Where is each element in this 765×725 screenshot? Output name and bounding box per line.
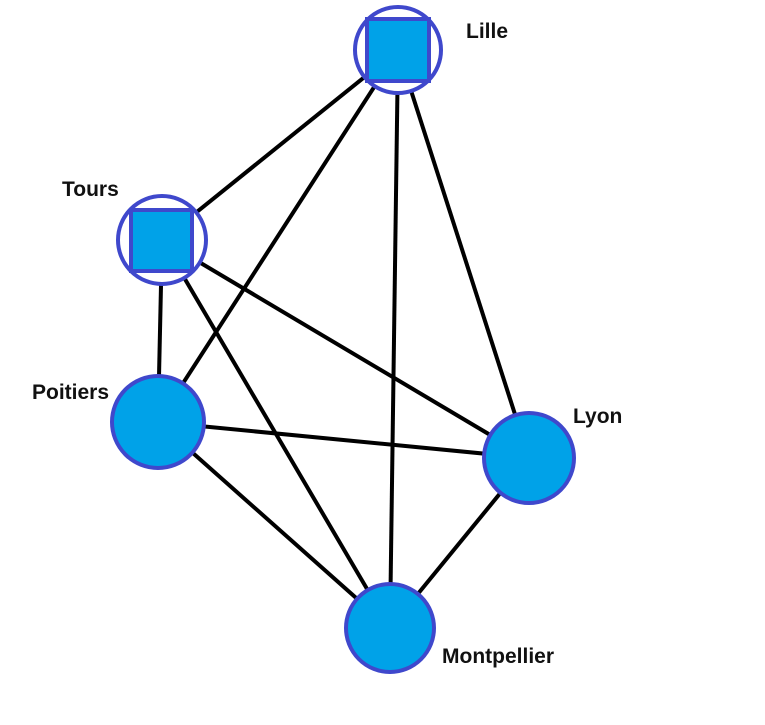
node-lyon-circle bbox=[482, 411, 576, 505]
edge-poitiers-lyon bbox=[157, 420, 530, 460]
node-label-lille: Lille bbox=[466, 20, 508, 43]
node-lyon bbox=[482, 411, 576, 505]
edge-lille-tours bbox=[160, 48, 400, 242]
node-label-lyon: Lyon bbox=[573, 405, 622, 428]
edge-lille-lyon bbox=[396, 49, 531, 459]
node-tours bbox=[116, 194, 208, 286]
node-montpellier bbox=[344, 582, 436, 674]
edges bbox=[156, 48, 531, 630]
node-poitiers bbox=[110, 374, 206, 470]
labels: Lille Tours Poitiers Lyon Montpellier bbox=[32, 20, 622, 668]
node-label-tours: Tours bbox=[62, 178, 119, 201]
node-label-poitiers: Poitiers bbox=[32, 381, 109, 404]
node-tours-square bbox=[129, 208, 194, 273]
node-lille bbox=[353, 5, 443, 95]
edge-lille-montpellier bbox=[388, 49, 400, 629]
node-poitiers-circle bbox=[110, 374, 206, 470]
nodes bbox=[110, 5, 576, 674]
node-montpellier-circle bbox=[344, 582, 436, 674]
edge-lille-poitiers bbox=[156, 48, 400, 424]
node-label-montpellier: Montpellier bbox=[442, 645, 554, 668]
edge-poitiers-montpellier bbox=[156, 420, 392, 630]
node-lille-square bbox=[365, 17, 431, 83]
edge-tours-lyon bbox=[160, 238, 531, 460]
